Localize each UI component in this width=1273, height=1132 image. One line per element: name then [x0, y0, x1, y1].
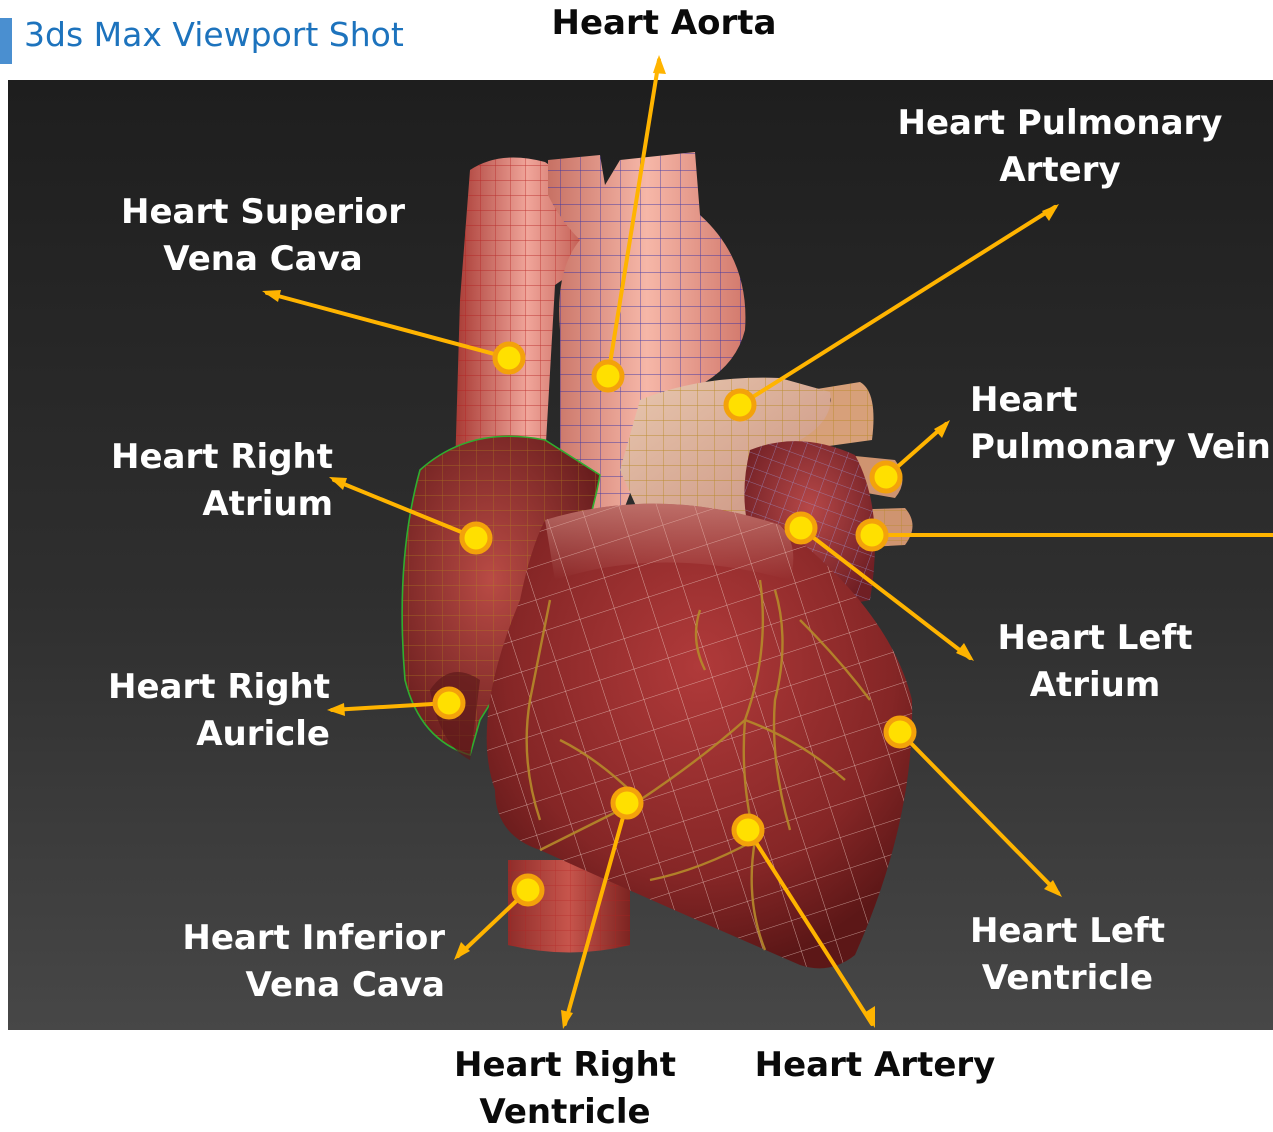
label-right-atrium-line-1: Heart Right	[68, 434, 333, 481]
label-superior-vena-cava-line-2: Vena Cava	[113, 236, 413, 283]
label-left-atrium-line-2: Atrium	[985, 662, 1205, 709]
marker-right-atrium	[462, 524, 490, 552]
marker-inferior-vena-cava	[514, 876, 542, 904]
label-aorta-line-1: Heart Aorta	[549, 0, 779, 47]
label-pulmonary-artery-line-2: Artery	[890, 147, 1230, 194]
label-left-ventricle-line-1: Heart Left	[955, 908, 1180, 955]
label-pulmonary-vein-line-1: Heart	[970, 377, 1271, 424]
label-inferior-vena-cava-line-1: Heart Inferior	[160, 915, 445, 962]
label-right-ventricle: Heart Right Ventricle	[440, 1042, 690, 1132]
marker-pulmonary-vein-lower	[858, 521, 886, 549]
label-right-auricle: Heart Right Auricle	[66, 664, 330, 758]
label-right-ventricle-line-1: Heart Right	[440, 1042, 690, 1089]
label-pulmonary-artery-line-1: Heart Pulmonary	[890, 100, 1230, 147]
label-artery-line-1: Heart Artery	[745, 1042, 1005, 1089]
marker-right-auricle	[435, 689, 463, 717]
label-left-atrium-line-1: Heart Left	[985, 615, 1205, 662]
label-right-auricle-line-1: Heart Right	[66, 664, 330, 711]
marker-aorta	[594, 362, 622, 390]
marker-pulmonary-artery	[726, 391, 754, 419]
marker-superior-vena-cava	[495, 344, 523, 372]
label-inferior-vena-cava-line-2: Vena Cava	[160, 962, 445, 1009]
label-right-atrium-line-2: Atrium	[68, 481, 333, 528]
label-superior-vena-cava-line-1: Heart Superior	[113, 189, 413, 236]
label-pulmonary-artery: Heart Pulmonary Artery	[890, 100, 1230, 194]
label-superior-vena-cava: Heart Superior Vena Cava	[113, 189, 413, 283]
marker-left-ventricle	[886, 718, 914, 746]
label-right-auricle-line-2: Auricle	[66, 711, 330, 758]
marker-pulmonary-vein-upper	[872, 463, 900, 491]
label-left-atrium: Heart Left Atrium	[985, 615, 1205, 709]
marker-right-ventricle	[613, 789, 641, 817]
label-aorta: Heart Aorta	[549, 0, 779, 47]
label-pulmonary-vein-line-2: Pulmonary Vein	[970, 424, 1271, 471]
label-inferior-vena-cava: Heart Inferior Vena Cava	[160, 915, 445, 1009]
marker-artery	[734, 816, 762, 844]
label-left-ventricle: Heart Left Ventricle	[955, 908, 1180, 1002]
label-pulmonary-vein: Heart Pulmonary Vein	[970, 377, 1271, 471]
label-right-ventricle-line-2: Ventricle	[440, 1089, 690, 1132]
label-left-ventricle-line-2: Ventricle	[955, 955, 1180, 1002]
label-right-atrium: Heart Right Atrium	[68, 434, 333, 528]
label-artery: Heart Artery	[745, 1042, 1005, 1089]
marker-left-atrium	[787, 514, 815, 542]
